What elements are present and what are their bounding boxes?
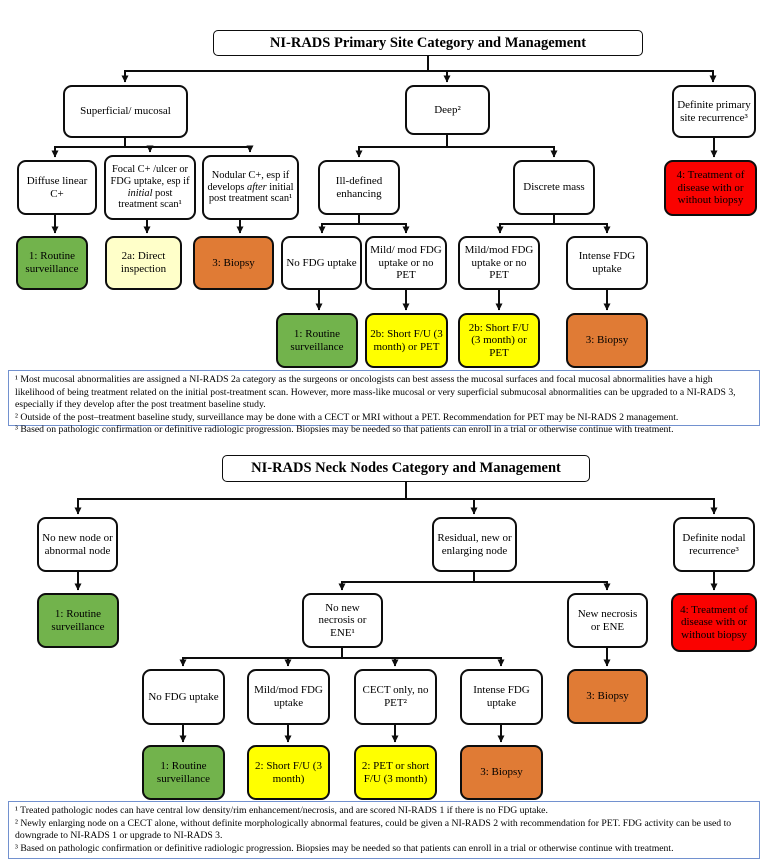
node-discrete-mass: Discrete mass <box>513 160 595 215</box>
node-cat3-biopsy: 3: Biopsy <box>193 236 274 290</box>
node-no-fdg-uptake: No FDG uptake <box>281 236 362 290</box>
footnotes-neck: ¹ Treated pathologic nodes can have cent… <box>8 801 760 859</box>
node-no-new-node: No new node or abnormal node <box>37 517 118 572</box>
footnote-line: ³ Based on pathologic confirmation or de… <box>15 424 674 436</box>
node-definite-nodal-recurrence: Definite nodal recurrence³ <box>673 517 755 572</box>
node-cat1-routine-surveillance: 1: Routine surveillance <box>16 236 88 290</box>
node-cat3-biopsy-neck: 3: Biopsy <box>460 745 543 800</box>
node-mild-mod-fdg-2: Mild/mod FDG uptake or no PET <box>458 236 540 290</box>
node-deep: Deep² <box>405 85 490 135</box>
flowchart-title-neck: NI-RADS Neck Nodes Category and Manageme… <box>222 455 590 482</box>
node-label: Focal C+ /ulcer or FDG uptake, esp if in… <box>110 163 190 211</box>
footnote-line: ¹ Most mucosal abnormalities are assigne… <box>15 374 736 411</box>
node-cat4-treatment-neck: 4: Treatment of disease with or without … <box>671 593 757 652</box>
node-cat3-biopsy-necrosis: 3: Biopsy <box>567 669 648 724</box>
node-cat3-biopsy-2: 3: Biopsy <box>566 313 648 368</box>
node-nodular: Nodular C+, esp if develops after initia… <box>202 155 299 220</box>
node-definite-primary-recurrence: Definite primary site recurrence³ <box>672 85 756 138</box>
node-no-fdg-uptake-neck: No FDG uptake <box>142 669 225 725</box>
footnotes-primary: ¹ Most mucosal abnormalities are assigne… <box>8 370 760 435</box>
node-cat1-routine-surveillance-2: 1: Routine surveillance <box>276 313 358 368</box>
node-focal-ulcer: Focal C+ /ulcer or FDG uptake, esp if in… <box>104 155 196 220</box>
node-cat2b-short-fu-2: 2b: Short F/U (3 month) or PET <box>458 313 540 368</box>
node-cat4-treatment: 4: Treatment of disease with or without … <box>664 160 757 216</box>
footnote-line: ¹ Treated pathologic nodes can have cent… <box>15 805 548 816</box>
node-cat2-short-fu: 2: Short F/U (3 month) <box>247 745 330 800</box>
flowchart-title-primary: NI-RADS Primary Site Category and Manage… <box>213 30 643 56</box>
node-mild-mod-fdg-neck: Mild/mod FDG uptake <box>247 669 330 725</box>
node-no-new-necrosis: No new necrosis or ENE¹ <box>302 593 383 648</box>
node-cat1-routine-surveillance-neck: 1: Routine surveillance <box>37 593 119 648</box>
node-diffuse-linear: Diffuse linear C+ <box>17 160 97 215</box>
node-ill-defined-enhancing: Ill-defined enhancing <box>318 160 400 215</box>
node-cat2b-short-fu-1: 2b: Short F/U (3 month) or PET <box>365 313 448 368</box>
node-cat2-pet-or-short-fu: 2: PET or short F/U (3 month) <box>354 745 437 800</box>
node-label: Nodular C+, esp if develops after initia… <box>207 169 294 205</box>
node-superficial-mucosal: Superficial/ mucosal <box>63 85 188 138</box>
footnote-line: ³ Based on pathologic confirmation or de… <box>15 842 674 854</box>
node-mild-mod-fdg-1: Mild/ mod FDG uptake or no PET <box>365 236 447 290</box>
node-cat1-routine-surveillance-neck-2: 1: Routine surveillance <box>142 745 225 800</box>
footnote-line: ² Newly enlarging node on a CECT alone, … <box>15 817 732 842</box>
node-intense-fdg-uptake: Intense FDG uptake <box>566 236 648 290</box>
node-cat2a-direct-inspection: 2a: Direct inspection <box>105 236 182 290</box>
node-residual-enlarging-node: Residual, new or enlarging node <box>432 517 517 572</box>
node-cect-only-no-pet: CECT only, no PET² <box>354 669 437 725</box>
node-intense-fdg-uptake-neck: Intense FDG uptake <box>460 669 543 725</box>
node-new-necrosis: New necrosis or ENE <box>567 593 648 648</box>
footnote-line: ² Outside of the post–treatment baseline… <box>15 411 679 423</box>
